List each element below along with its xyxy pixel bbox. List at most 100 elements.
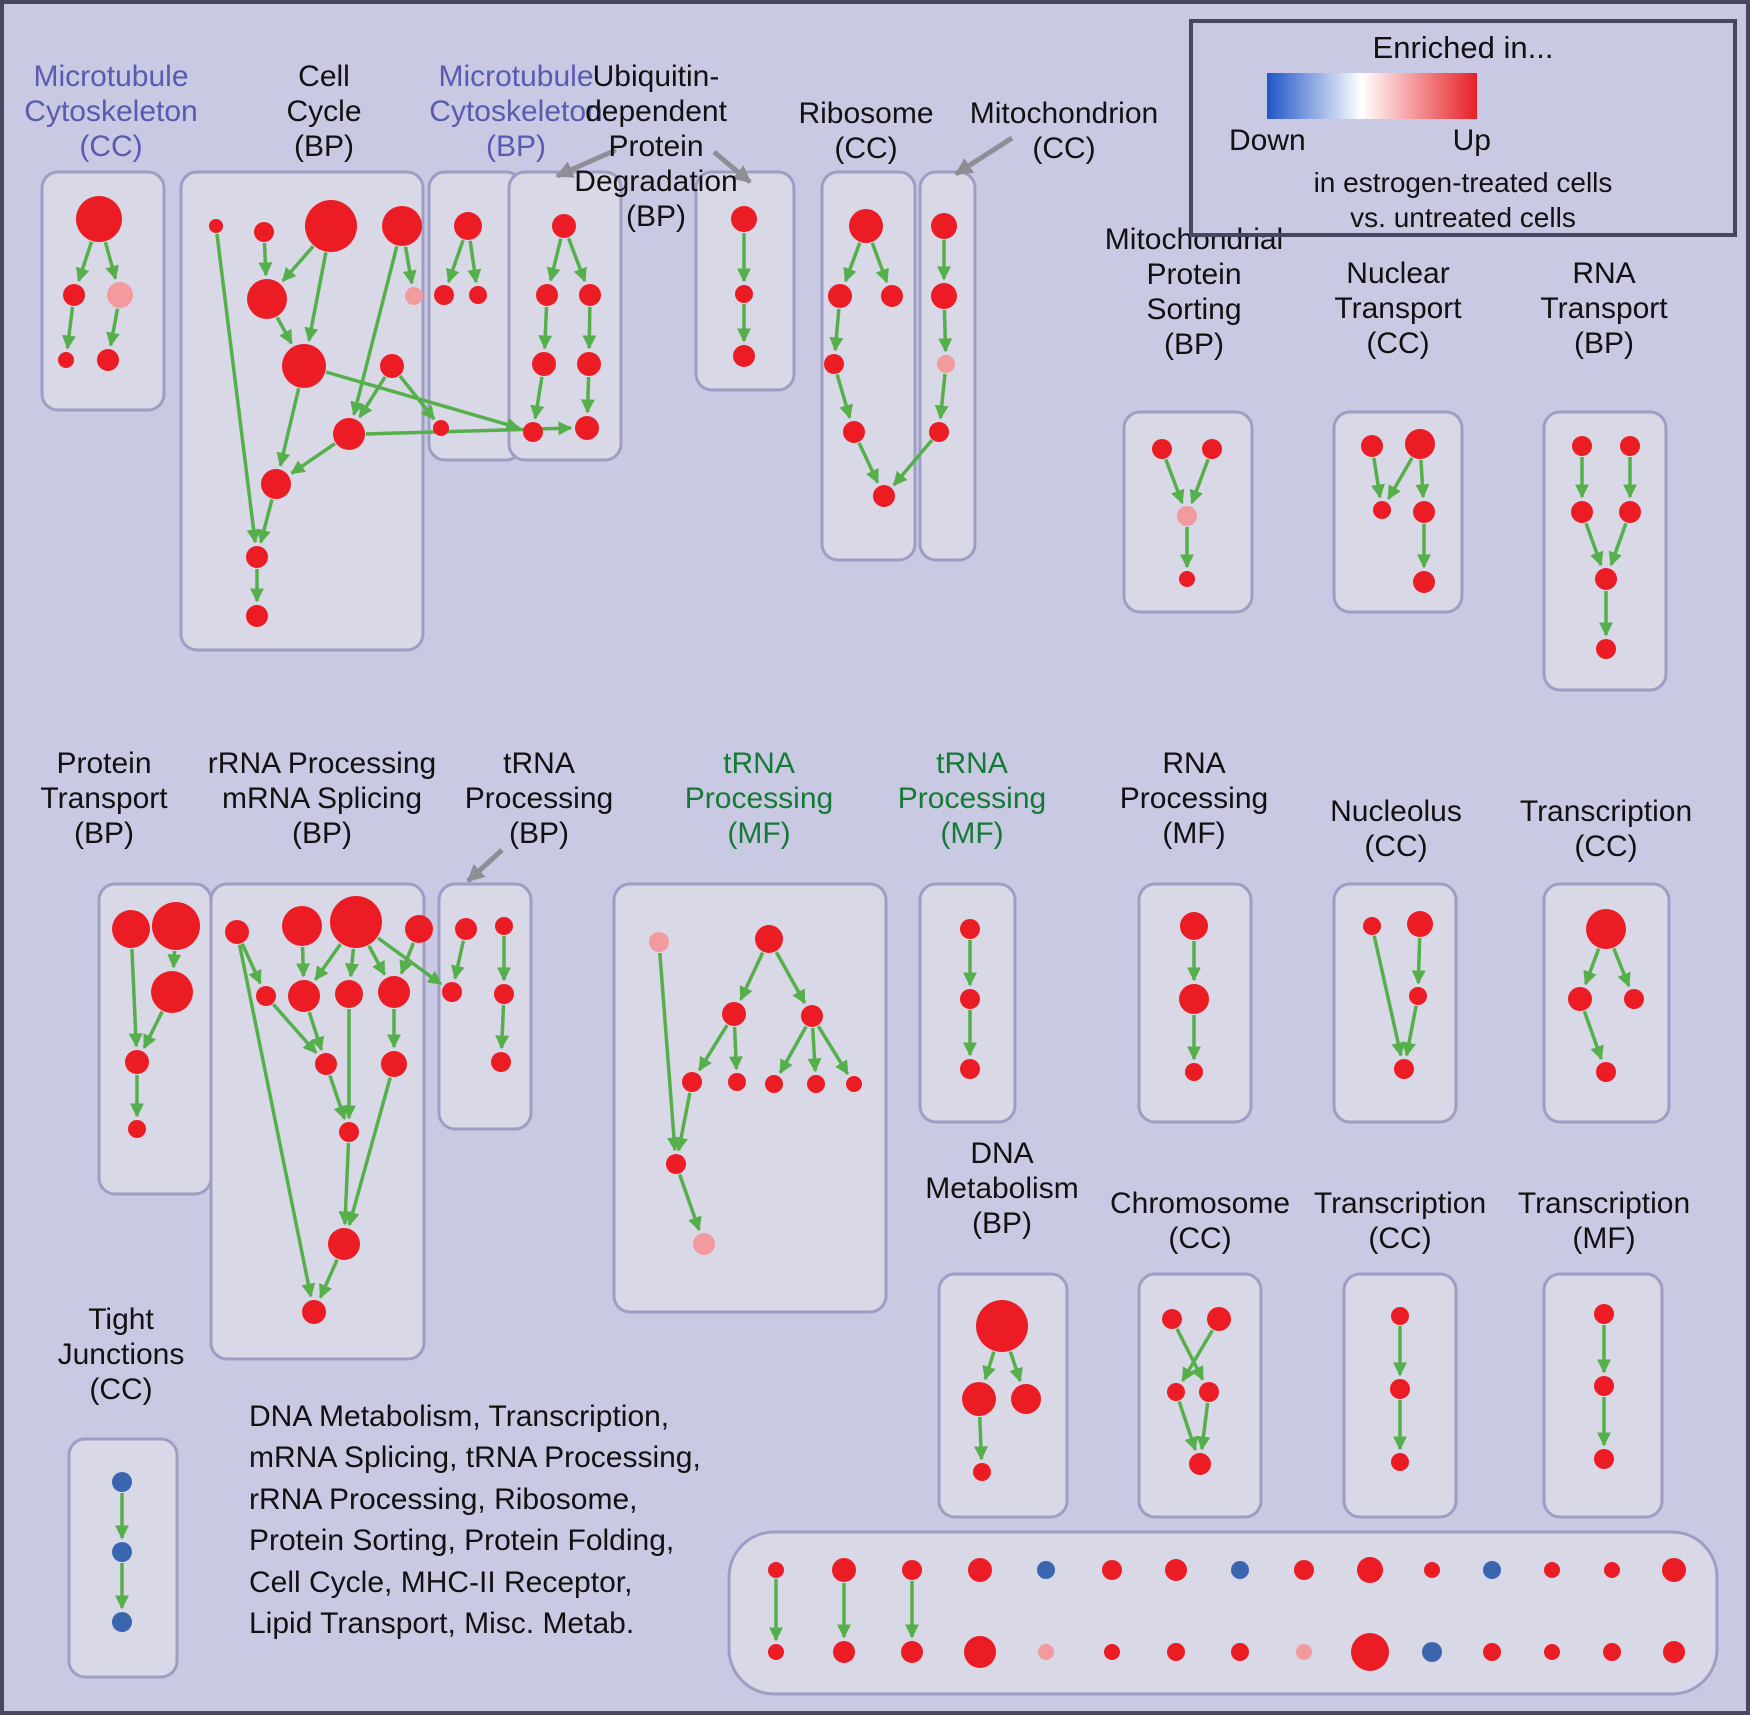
go-node-trna-mf-large-i (846, 1076, 862, 1092)
go-node-ubiquitin-bp-f (523, 422, 543, 442)
go-node-tight-junctions-cc-b (112, 1542, 132, 1562)
go-node-chromosome-cc-b (1207, 1307, 1231, 1331)
go-node-cell-cycle-bp-h (380, 354, 404, 378)
go-node-trna-mf-small-a (960, 919, 980, 939)
go-node-shared-terms-b3 (901, 1641, 923, 1663)
go-node-rna-processing-mf-b (1179, 984, 1209, 1014)
edge-cell-cycle-bp-d-i (350, 245, 399, 416)
legend-down-label: Down (1229, 124, 1306, 157)
go-node-rrna-mrna-bp-h (378, 976, 410, 1008)
go-node-chromosome-cc-c (1167, 1383, 1185, 1401)
label-callout-arrow-1 (712, 150, 752, 184)
edge-cell-cycle-bp-h-i (358, 376, 387, 419)
go-node-rrna-mrna-bp-l (328, 1228, 360, 1260)
cluster-box-nucleolus-cc (1332, 882, 1458, 1124)
go-node-microtubule-cc-a (76, 196, 122, 242)
edge-trna-mf-large-c-f (728, 1026, 743, 1071)
go-node-cell-cycle-bp-d (382, 206, 422, 246)
go-node-shared-terms-t12 (1483, 1561, 1501, 1579)
edge-rna-transport-bp-d-e (1608, 522, 1628, 567)
cluster-box-shared-terms (727, 1530, 1719, 1696)
nodes-layer (58, 196, 1686, 1671)
cross-edge-3 (376, 936, 443, 986)
edge-cell-cycle-bp-c-e (281, 245, 315, 283)
go-node-trna-bp-e (491, 1052, 511, 1072)
go-node-shared-terms-t3 (902, 1560, 922, 1580)
edge-rrna-mrna-bp-a-m (237, 944, 316, 1298)
go-node-cell-cycle-bp-f (405, 287, 423, 305)
edge-chromosome-cc-b-c (1181, 1329, 1214, 1383)
edge-protein-transport-bp-a-d (128, 948, 143, 1048)
edge-microtubule-bp-a-b (446, 239, 465, 284)
go-node-trna-mf-large-g (765, 1075, 783, 1093)
go-node-ribosome-cc-e (843, 421, 865, 443)
go-node-trna-mf-small-c (960, 1059, 980, 1079)
legend-up-label: Up (1452, 124, 1491, 157)
go-node-nuclear-transport-cc-a (1361, 435, 1383, 457)
edge-rrna-mrna-bp-b-f (296, 946, 311, 978)
edge-trna-mf-large-d-g (778, 1025, 808, 1074)
go-node-shared-terms-t9 (1294, 1560, 1314, 1580)
edge-mito-protein-sorting-bp-a-c (1164, 458, 1185, 505)
go-node-shared-terms-b4 (964, 1636, 996, 1668)
edge-ubiquitin-bp-a-c (566, 237, 587, 283)
edge-cell-cycle-bp-a-k (215, 233, 261, 544)
cluster-box-trna-mf-large (612, 882, 888, 1314)
go-node-transcription-cc-1-c (1624, 989, 1644, 1009)
legend-title: Enriched in... (1372, 30, 1554, 65)
go-node-shared-terms-b14 (1603, 1643, 1621, 1661)
edge-trna-mf-large-d-i (816, 1025, 850, 1075)
go-node-mito-protein-sorting-bp-b (1202, 439, 1222, 459)
go-node-protein-transport-bp-d (125, 1050, 149, 1074)
edge-rna-transport-bp-c-e (1584, 522, 1604, 567)
edge-microtubule-cc-c-e (106, 308, 120, 347)
go-node-transcription-mf-c (1594, 1449, 1614, 1469)
edge-mitochondrion-cc-b-c (938, 309, 953, 353)
legend-gradient-bar (1267, 73, 1477, 119)
go-node-trna-mf-small-b (960, 989, 980, 1009)
go-node-ribosome-cc-c (881, 285, 903, 307)
go-node-shared-terms-t14 (1604, 1562, 1620, 1578)
edge-ribosome-cc-b-d (829, 308, 844, 352)
go-node-ribosome-cc-a (849, 209, 883, 243)
cluster-box-transcription-cc-1 (1542, 882, 1671, 1124)
edge-microtubule-bp-a-c (467, 240, 482, 284)
edge-cell-cycle-bp-b-e (258, 242, 273, 277)
go-node-protein-transport-bp-e (128, 1120, 146, 1138)
edge-trna-mf-large-b-c (739, 951, 765, 1001)
go-node-transcription-cc-2-c (1391, 1453, 1409, 1471)
go-node-shared-terms-b7 (1167, 1643, 1185, 1661)
go-node-ubiquitin-bp-g (575, 416, 599, 440)
edge-cell-cycle-bp-g-j (276, 387, 301, 467)
edge-dna-metabolism-bp-b-d (973, 1416, 988, 1461)
go-node-rrna-mrna-bp-m (302, 1300, 326, 1324)
go-node-shared-terms-t4 (968, 1558, 992, 1582)
label-callout-arrow-2 (954, 135, 1014, 177)
edge-dna-metabolism-bp-a-c (1008, 1351, 1023, 1383)
edge-nucleolus-cc-c-d (1402, 1005, 1418, 1057)
edge-rrna-mrna-bp-k-l (338, 1142, 353, 1226)
edge-rrna-mrna-bp-a-e (240, 943, 262, 985)
edge-transcription-cc-1-b-d (1582, 1010, 1604, 1061)
go-node-microtubule-bp-a (454, 212, 482, 240)
go-node-shared-terms-t2 (832, 1558, 856, 1582)
go-node-ubiquitin-bp-2-b (735, 285, 753, 303)
go-node-nuclear-transport-cc-b (1405, 429, 1435, 459)
go-node-ubiquitin-bp-2-c (733, 345, 755, 367)
edge-nuclear-transport-cc-a-c (1371, 457, 1385, 499)
go-node-rrna-mrna-bp-k (339, 1122, 359, 1142)
go-node-microtubule-cc-b (63, 284, 85, 306)
edge-rrna-mrna-bp-c-h (367, 944, 386, 976)
edge-mitochondrion-cc-c-d (934, 373, 949, 420)
go-node-dna-metabolism-bp-c (1011, 1384, 1041, 1414)
edge-trna-mf-large-d-h (807, 1027, 822, 1073)
go-node-shared-terms-b2 (833, 1641, 855, 1663)
edge-rrna-mrna-bp-e-i (271, 1003, 318, 1054)
go-node-transcription-cc-1-a (1586, 909, 1626, 949)
go-node-trna-bp-c (442, 982, 462, 1002)
go-node-shared-terms-b5 (1038, 1644, 1054, 1660)
edge-ubiquitin-bp-d-f (530, 376, 545, 420)
go-node-protein-transport-bp-b (152, 902, 200, 950)
edge-transcription-cc-1-a-b (1583, 948, 1601, 986)
go-node-tight-junctions-cc-c (112, 1612, 132, 1632)
